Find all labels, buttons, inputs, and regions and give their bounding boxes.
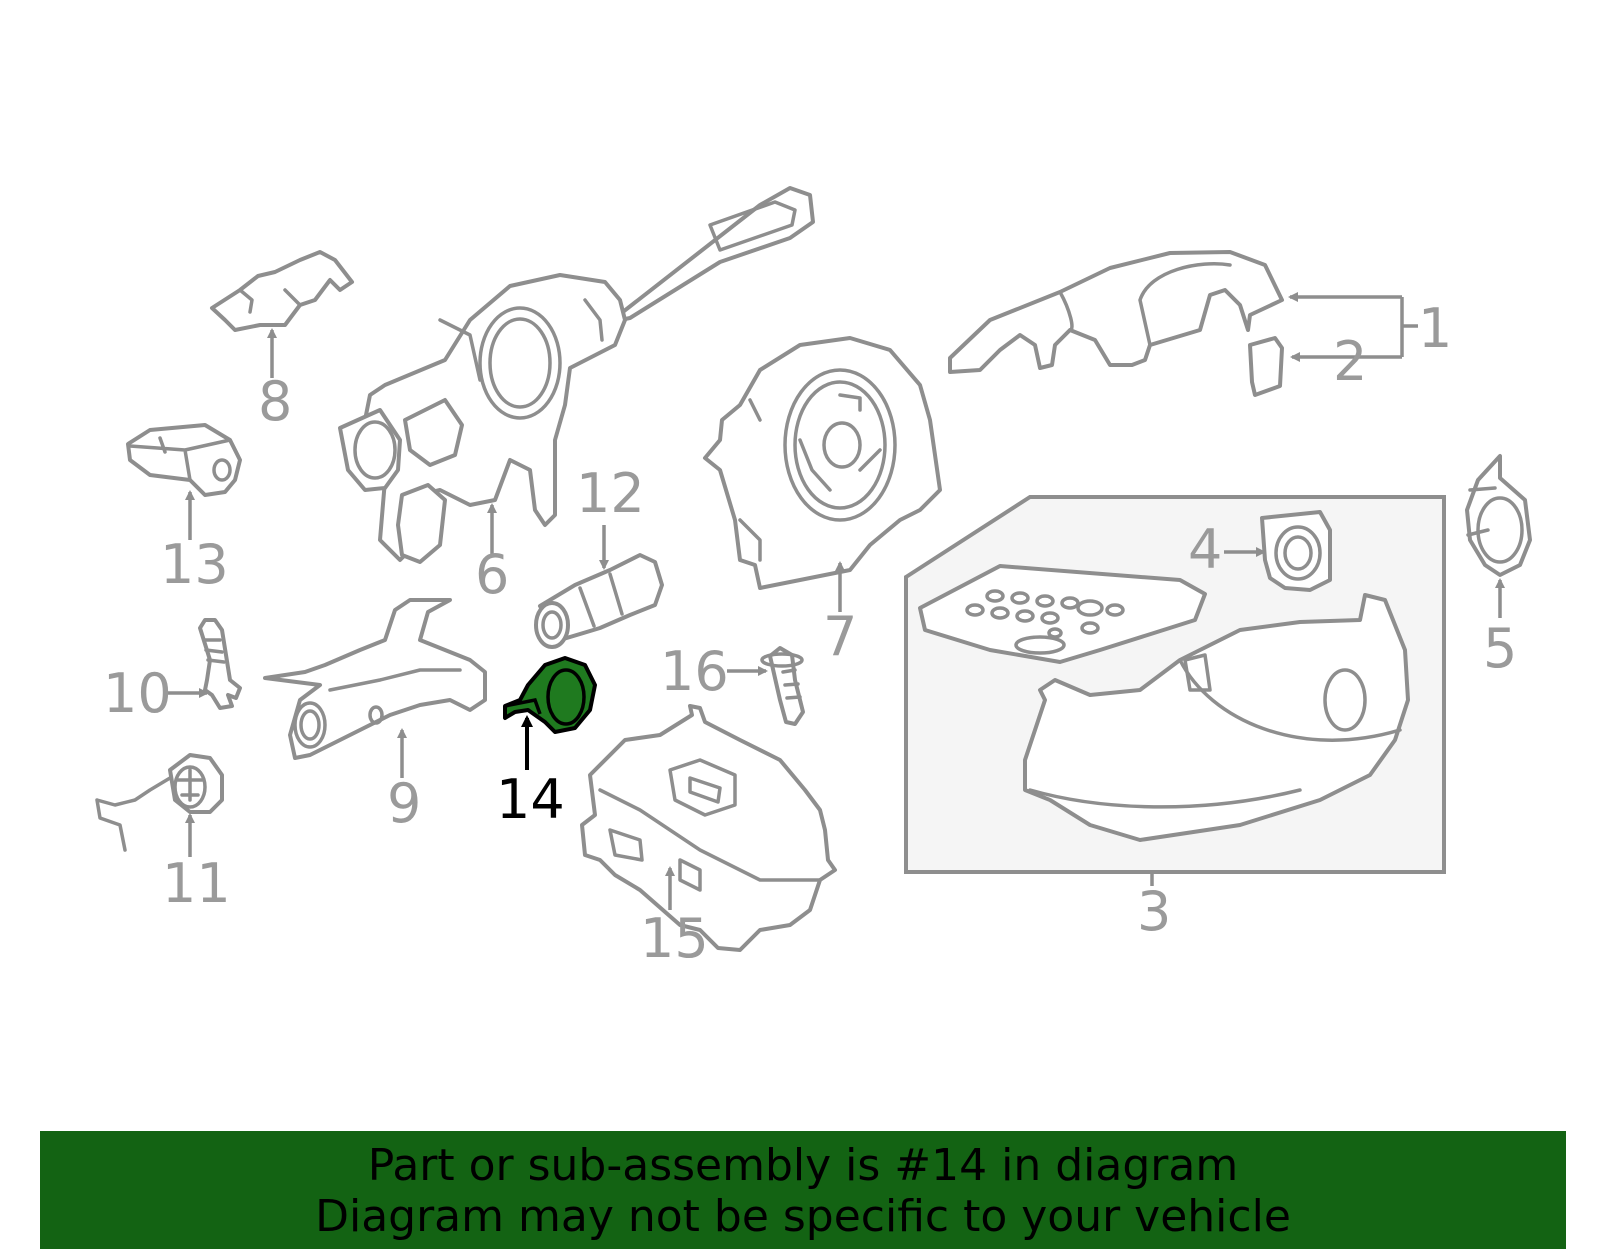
callout-7: 7 [823,605,857,668]
callout-labels: 1 2 3 4 5 6 7 8 9 10 11 12 13 14 15 16 [103,297,1517,970]
callout-14-highlighted: 14 [496,768,565,831]
callout-12: 12 [576,462,645,525]
part-11-connector [95,753,224,852]
callout-10: 10 [103,662,172,725]
part-9-ignition-lock [263,598,487,760]
part-4-ring [1260,510,1332,592]
callout-2: 2 [1333,330,1367,393]
callout-15: 15 [640,907,709,970]
callout-8: 8 [258,370,292,433]
part-6-combination-switch [338,186,815,564]
callout-13: 13 [160,533,229,596]
part-13-module [126,423,242,497]
part-14-highlighted [503,656,597,734]
part-8-bracket [210,250,354,332]
banner-line-1: Part or sub-assembly is #14 in diagram [367,1140,1239,1191]
callout-6: 6 [475,543,509,606]
part-5-bracket [1465,454,1532,577]
part-3-upper-shroud [1023,593,1410,842]
part-10-bulb [198,618,242,710]
part-12-cylinder [534,553,664,649]
part-15-control-module [580,704,837,952]
callout-16: 16 [660,640,729,703]
part-2-clip [1248,336,1284,397]
callout-3: 3 [1137,880,1171,943]
callout-9: 9 [387,772,421,835]
callout-4: 4 [1188,518,1222,581]
info-banner: Part or sub-assembly is #14 in diagram D… [40,1131,1566,1249]
part-16-bulb [760,646,805,726]
callout-5: 5 [1483,617,1517,680]
part-1-upper-cover [948,250,1284,374]
leader-lines [167,292,1505,910]
part-7-clock-spring [703,336,942,590]
inset-box-part-3 [904,495,1446,874]
callout-1: 1 [1418,297,1452,360]
callout-11: 11 [162,852,231,915]
banner-line-2: Diagram may not be specific to your vehi… [315,1191,1291,1242]
